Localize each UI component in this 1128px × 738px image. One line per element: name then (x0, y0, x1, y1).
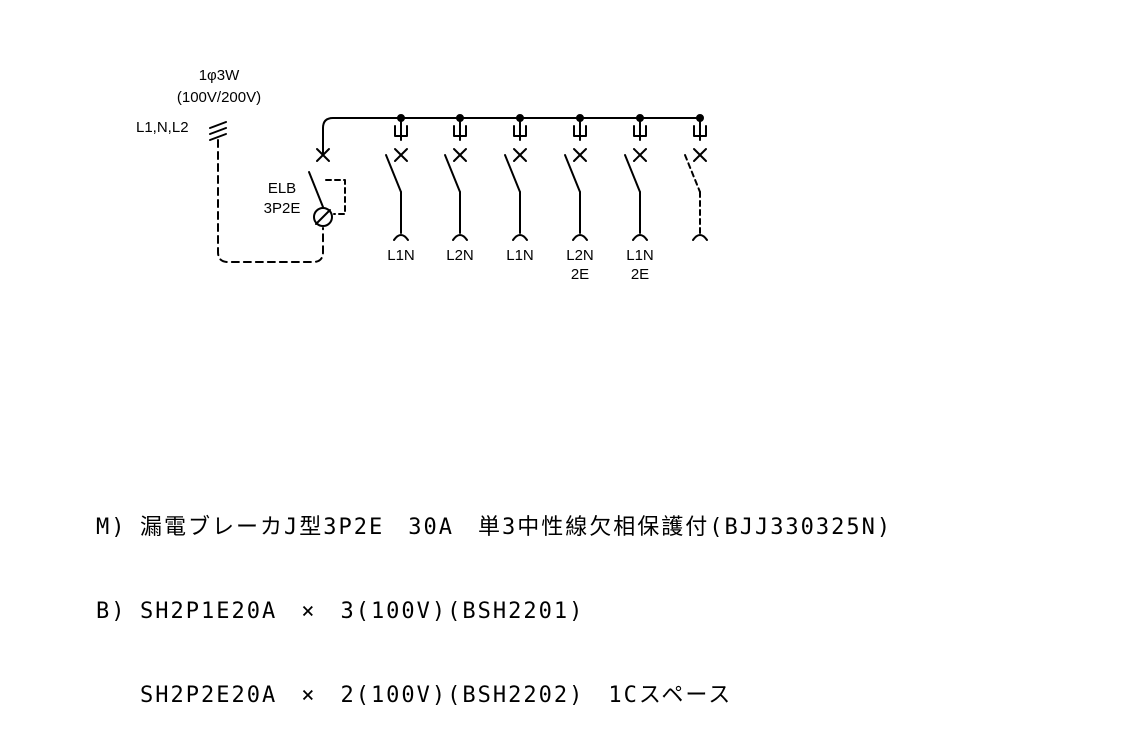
supply-voltage-label: (100V/200V) (177, 89, 261, 106)
branch-6-spare-breaker (684, 114, 708, 241)
supply-lines-label: L1,N,L2 (136, 119, 189, 136)
branch-2-label: L2N (446, 247, 474, 264)
branch-5-breaker (624, 114, 648, 241)
spec-line-branch-1: B) SH2P1E20A × 3(100V)(BSH2201) (96, 598, 892, 626)
specification-block: M) 漏電ブレーカJ型3P2E 30A 単3中性線欠相保護付(BJJ330325N… (96, 458, 892, 738)
branch-2-breaker (444, 114, 468, 241)
branch-4-earth-label: 2E (571, 266, 589, 283)
branch-5-earth-label: 2E (631, 266, 649, 283)
three-wire-symbol (209, 121, 227, 141)
supply-phase-label: 1φ3W (199, 67, 240, 84)
branch-4-label: L2N (566, 247, 594, 264)
branch-5-label: L1N (626, 247, 654, 264)
spec-line-branch-2: SH2P2E20A × 2(100V)(BSH2202) 1Cスペース (96, 682, 892, 710)
spec-line-main-breaker: M) 漏電ブレーカJ型3P2E 30A 単3中性線欠相保護付(BJJ330325N… (96, 514, 892, 542)
elb-type-label: ELB (268, 180, 296, 197)
branch-1-label: L1N (387, 247, 415, 264)
spec-branch-1-text: SH2P1E20A × 3(100V)(BSH2201) (140, 599, 585, 624)
spec-main-breaker-text: 漏電ブレーカJ型3P2E 30A 単3中性線欠相保護付(BJJ330325N) (140, 515, 893, 540)
supply-feed-line (217, 139, 324, 263)
branch-3-breaker (504, 114, 528, 241)
main-elb-symbol (308, 117, 701, 227)
single-line-diagram: 1φ3W (100V/200V) L1,N,L2 ELB 3P2E L1N L2… (136, 67, 708, 283)
elb-poles-label: 3P2E (264, 200, 301, 217)
spec-prefix-branch: B) (96, 599, 127, 624)
spec-prefix-main: M) (96, 515, 127, 540)
branch-1-breaker (385, 114, 409, 241)
branch-4-breaker (564, 114, 588, 241)
spec-branch-2-text: SH2P2E20A × 2(100V)(BSH2202) 1Cスペース (140, 683, 733, 708)
branch-3-label: L1N (506, 247, 534, 264)
